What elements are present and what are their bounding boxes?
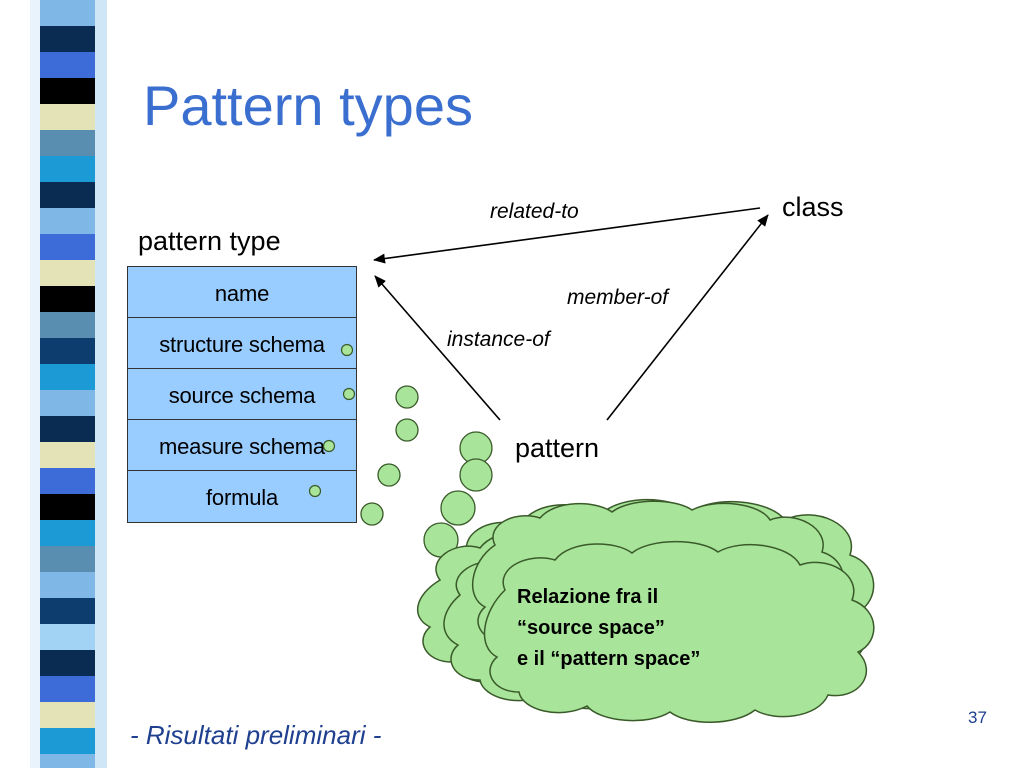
thought-bubbles xyxy=(360,385,493,558)
cloud-text: Relazione fra il “source space” e il “pa… xyxy=(517,582,700,675)
related-to-label: related-to xyxy=(490,200,579,223)
pattern-type-table: name structure schema source schema meas… xyxy=(127,266,357,523)
pattern-type-label: pattern type xyxy=(138,226,281,256)
member-of-label: member-of xyxy=(567,286,669,309)
page-number: 37 xyxy=(968,708,987,727)
instance-of-label: instance-of xyxy=(447,328,550,351)
field-source-schema: source schema xyxy=(128,369,356,420)
cloud-line-2: “source space” xyxy=(517,617,665,639)
decorative-stripe xyxy=(0,0,110,768)
class-label: class xyxy=(782,192,844,222)
field-name: name xyxy=(128,267,356,318)
slide-title: Pattern types xyxy=(143,74,473,137)
member-of-arrow xyxy=(606,214,769,421)
field-measure-schema: measure schema xyxy=(128,420,356,471)
field-structure-schema: structure schema xyxy=(128,318,356,369)
slide-footer: - Risultati preliminari - xyxy=(130,720,382,750)
pattern-label: pattern xyxy=(515,433,600,463)
cloud-line-1: Relazione fra il xyxy=(517,586,659,608)
cloud-line-3: e il “pattern space” xyxy=(517,648,701,670)
field-formula: formula xyxy=(206,485,278,511)
